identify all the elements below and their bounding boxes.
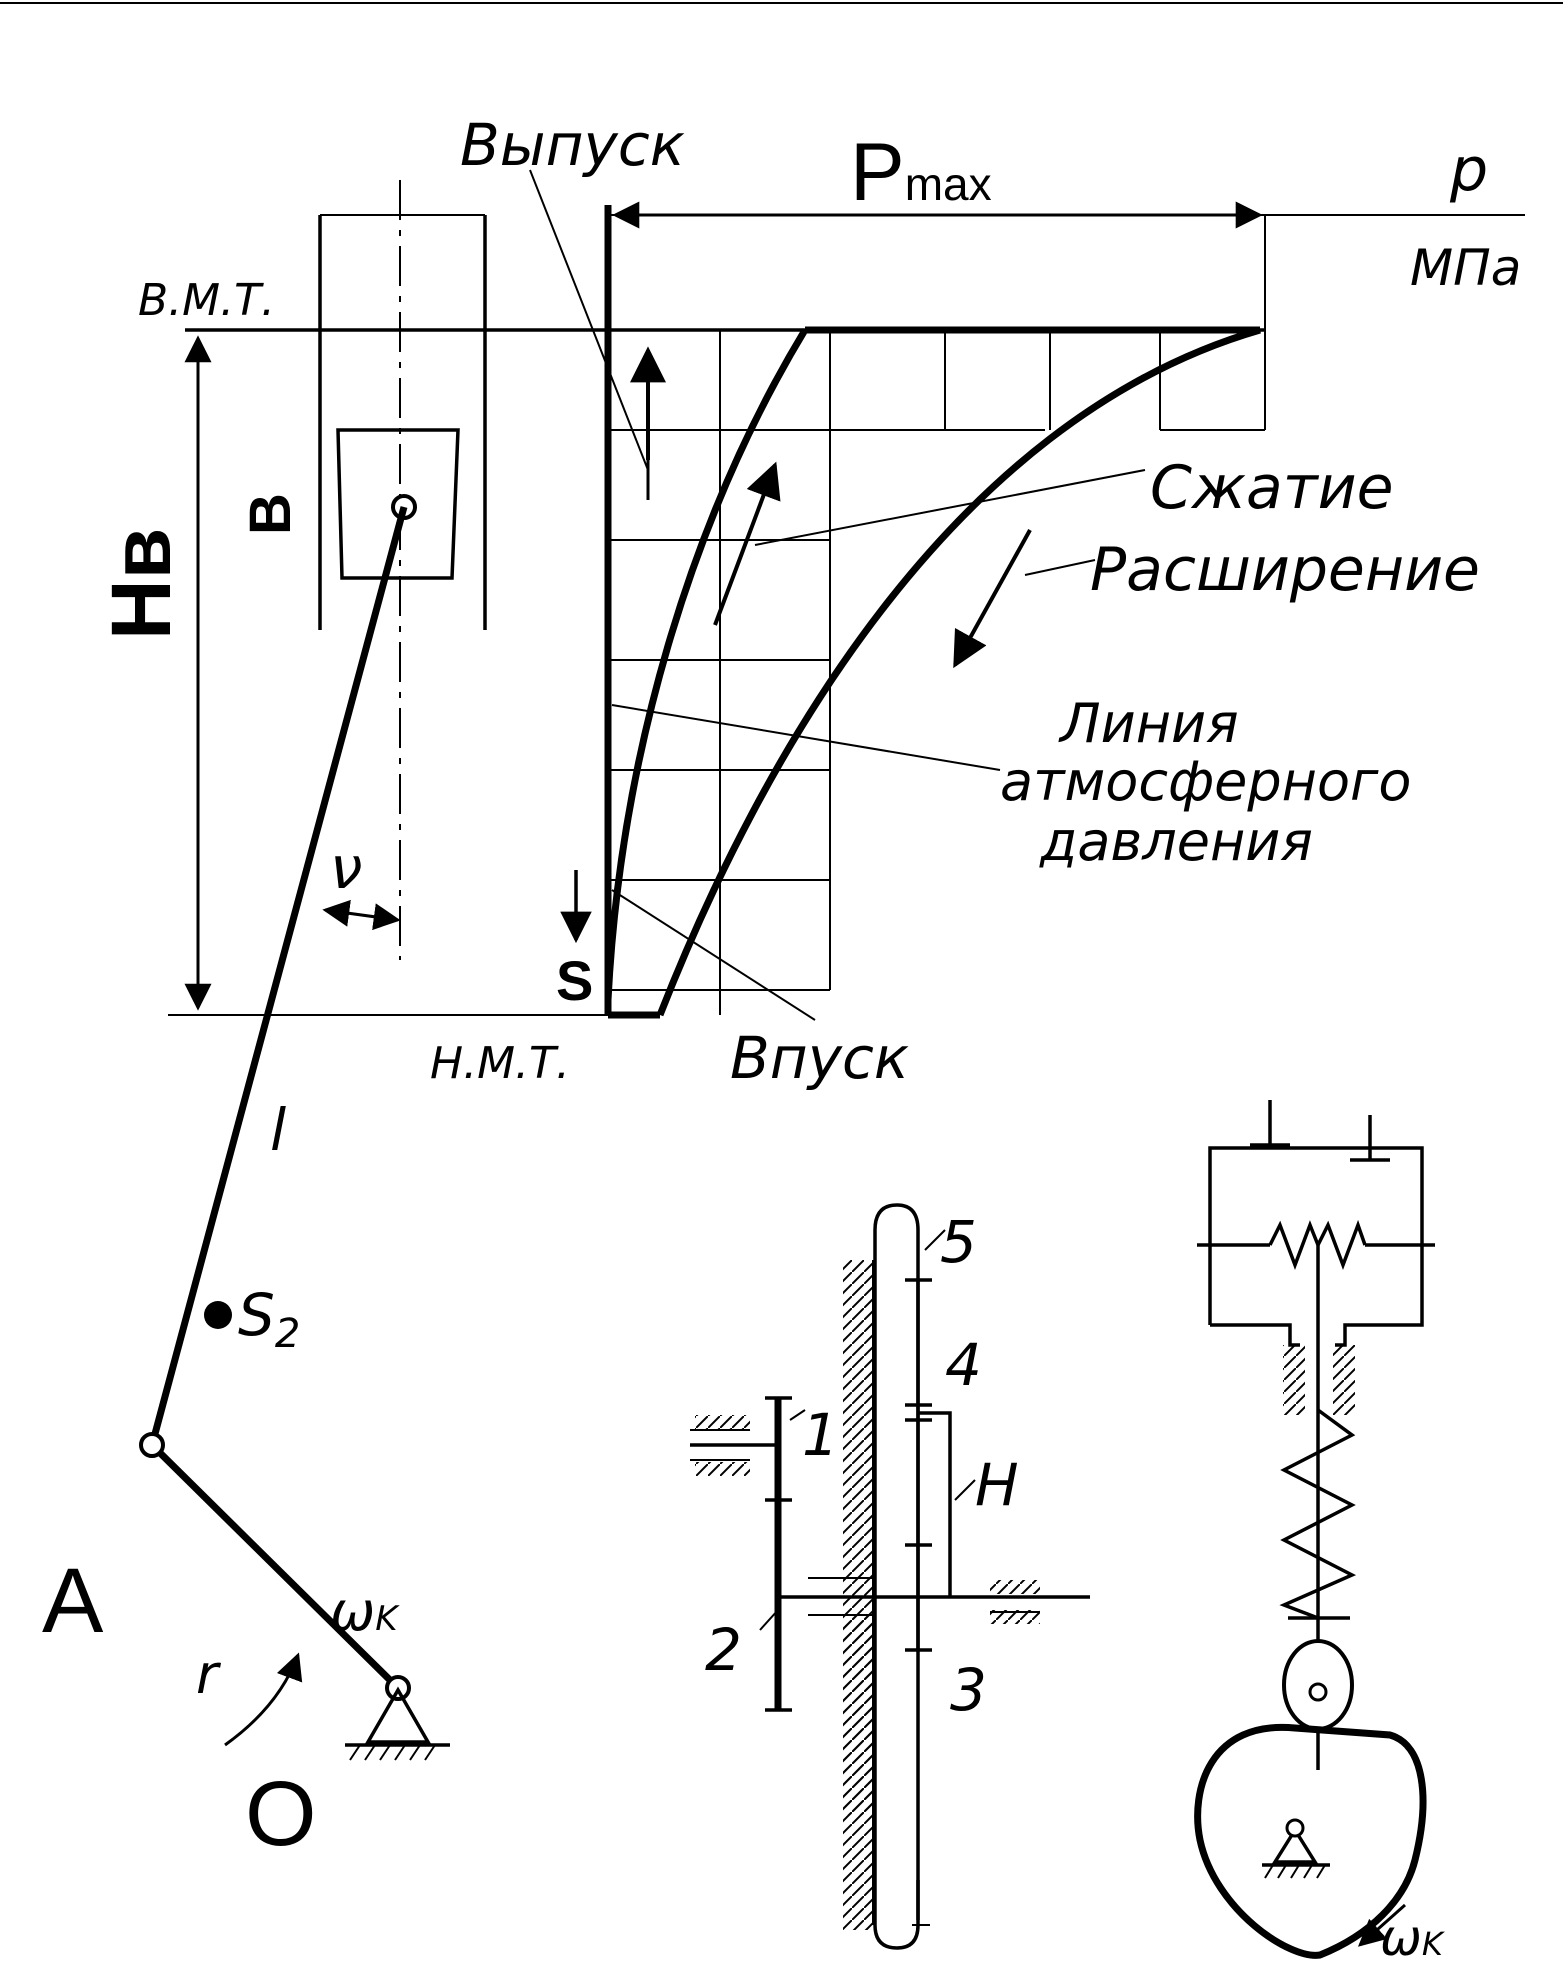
expansion-curve [656,326,1261,1017]
expansion-leader [1024,559,1096,576]
joint-o-label: O [245,1763,317,1865]
joint-a [139,1432,165,1458]
angle-label: ν [330,834,362,902]
cam-mechanism [1194,1100,1435,1959]
bdc-label: Н.М.Т. [430,1038,570,1089]
joint-a-label: A [42,1550,104,1652]
gear-5-leader [924,1229,946,1251]
crank-omega-arrow [224,1652,303,1747]
intake-label: Впуск [730,1024,909,1092]
cylinder [318,180,487,960]
gear-1-leader [789,1409,806,1421]
expansion-label: Расширение [1090,535,1480,605]
p-axis-label: p [1449,135,1488,205]
gear-2-leader [759,1609,779,1631]
gear-1-label: 1 [802,1401,839,1469]
piston-label: B [238,493,303,535]
com-label: S2 [238,1281,300,1357]
crank-arm [149,1442,401,1691]
p-unit-label: МПа [1410,239,1521,297]
atm-line-label-2: атмосферного [1000,750,1411,813]
carrier-leader [954,1479,976,1501]
crank-radius-label: r [196,1643,221,1706]
gear-3-label: 3 [950,1656,987,1724]
cam-omega-label: ωK [1380,1909,1446,1967]
exhaust-label: Выпуск [460,111,685,179]
atm-leader [611,704,1001,771]
gear-5-label: 5 [940,1208,977,1276]
compression-label: Сжатие [1150,453,1394,523]
planetary-gear [690,1203,1090,1950]
exhaust-leader [529,169,649,471]
com-point [204,1301,232,1329]
s-axis-label: S [556,949,593,1012]
piston-block [336,428,460,580]
intake-leader [611,889,816,1021]
compression-curve [604,328,808,1001]
atm-line-label-3: давления [1039,810,1313,873]
gear-2-label: 2 [705,1616,742,1684]
crank-ground-support [345,1686,450,1761]
expansion-arrow [953,529,1032,669]
angle-arrow [322,899,401,931]
connecting-rod [148,506,408,1446]
tdc-label: В.М.Т. [138,275,275,326]
pmax-label: Pmax [850,127,992,218]
gear-4-label: 4 [945,1331,982,1399]
crank-omega-label: ωK [330,1580,400,1643]
stroke-label: Hв [94,528,188,640]
compression-leader [754,469,1146,546]
rod-length-label: l [270,1096,286,1164]
carrier-label: H [975,1451,1019,1519]
compression-arrow [713,461,781,626]
atm-line-label-1: Линия [1058,692,1239,755]
